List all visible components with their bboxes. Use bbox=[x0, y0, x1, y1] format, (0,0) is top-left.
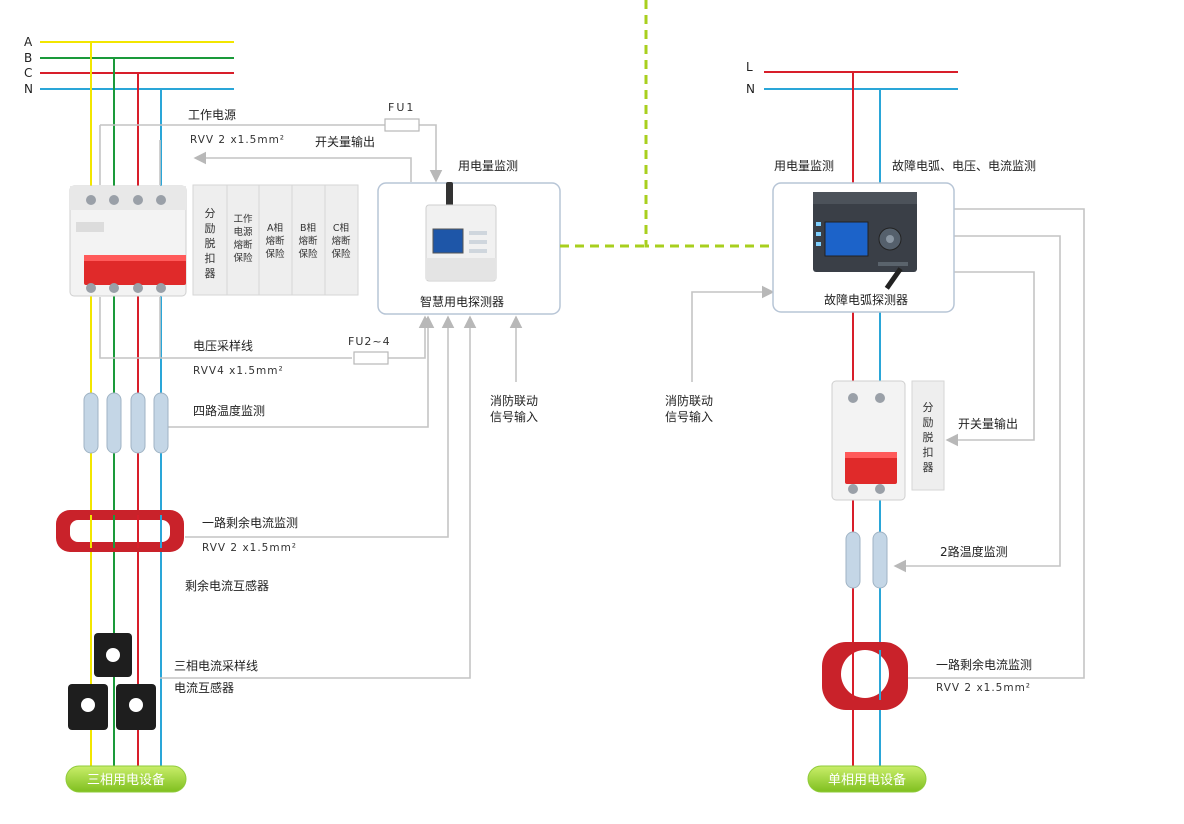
right-shunt-char: 分 bbox=[923, 401, 934, 414]
single-phase-equipment-badge bbox=[807, 765, 927, 793]
residual-ct-right bbox=[822, 642, 908, 710]
fuse-fu2-4 bbox=[353, 351, 389, 365]
three-phase-equipment-label: 三相用电设备 bbox=[87, 772, 165, 788]
energy-monitor-label: 用电量监测 bbox=[458, 159, 518, 173]
three-phase-equipment-badge bbox=[65, 765, 187, 793]
fuse-box-b-line: 熔断 bbox=[298, 235, 318, 247]
single-phase-equipment-label: 单相用电设备 bbox=[828, 772, 906, 788]
right-temp-label: 2路温度监测 bbox=[940, 544, 1008, 559]
fuse-box-shunt-char: 扣 bbox=[205, 251, 216, 265]
ct-label: 电流互感器 bbox=[174, 680, 234, 695]
fuse-box-power-line: 熔断 bbox=[233, 239, 253, 251]
smart-detector-label: 智慧用电探测器 bbox=[420, 294, 504, 309]
fuse-box-shunt-char: 脱 bbox=[205, 236, 216, 250]
fire-link-line-2: 信号输入 bbox=[490, 409, 538, 424]
switch-output-label: 开关量输出 bbox=[315, 134, 375, 149]
arc-detector-device bbox=[813, 192, 917, 290]
left-temp-sensors bbox=[83, 392, 169, 454]
fuse-box-c-line: C相 bbox=[333, 222, 349, 234]
communication-link bbox=[560, 0, 772, 248]
right-shunt-char: 脱 bbox=[923, 430, 934, 444]
voltage-label: 电压采样线 bbox=[193, 338, 253, 353]
fuse-box-a-line: 保险 bbox=[265, 248, 285, 260]
bus-label-b: B bbox=[24, 51, 32, 65]
bus-label-n: N bbox=[24, 82, 33, 96]
right-shunt-char: 器 bbox=[923, 461, 934, 474]
right-switch-output-label: 开关量输出 bbox=[958, 416, 1018, 431]
arc-detector-label: 故障电弧探测器 bbox=[824, 292, 908, 307]
fault-monitor-label: 故障电弧、电压、电流监测 bbox=[892, 158, 1036, 173]
residual-cable-label: RVV 2 x1.5mm² bbox=[202, 542, 297, 554]
bus-label-a: A bbox=[24, 35, 33, 49]
right-temp-sensors bbox=[845, 531, 888, 589]
fuse-box-b-line: 保险 bbox=[298, 248, 318, 260]
fuse-box-shunt-char: 励 bbox=[205, 222, 216, 235]
temp-monitor-label: 四路温度监测 bbox=[193, 403, 265, 418]
fuse-box-a-line: 熔断 bbox=[265, 235, 285, 247]
fire-link-line-1: 消防联动 bbox=[490, 393, 538, 408]
fuse-fu2-4-label: FU2~4 bbox=[348, 335, 391, 348]
right-fire-link-line-1: 消防联动 bbox=[665, 393, 713, 408]
right-breaker bbox=[831, 380, 906, 501]
fuse-box-c-line: 熔断 bbox=[331, 235, 351, 247]
residual-ct-label: 剩余电流互感器 bbox=[185, 578, 269, 593]
bus-label-c: C bbox=[24, 66, 32, 80]
smart-detector-device bbox=[425, 182, 497, 282]
current-sample-label: 三相电流采样线 bbox=[174, 658, 258, 673]
residual-ct-left bbox=[56, 510, 184, 552]
fuse-box-a-line: A相 bbox=[267, 222, 283, 234]
right-residual-cable-label: RVV 2 x1.5mm² bbox=[936, 682, 1031, 694]
right-shunt-box bbox=[911, 380, 945, 491]
bus-label-n-right: N bbox=[746, 82, 755, 96]
fuse-box-shunt-char: 分 bbox=[205, 207, 216, 220]
fuse-box-b-line: B相 bbox=[300, 222, 316, 234]
fuse-box-c-line: 保险 bbox=[331, 248, 351, 260]
fuse-box-power-line: 工作 bbox=[233, 213, 253, 225]
right-fire-link-line-2: 信号输入 bbox=[665, 409, 713, 424]
voltage-cable-label: RVV4 x1.5mm² bbox=[193, 365, 284, 377]
right-energy-monitor-label: 用电量监测 bbox=[774, 159, 834, 173]
current-transformers bbox=[68, 633, 156, 730]
fuse-box-shunt-char: 器 bbox=[205, 267, 216, 280]
fuse-box-power-line: 电源 bbox=[233, 226, 253, 238]
bus-label-l: L bbox=[746, 60, 753, 74]
right-shunt-char: 扣 bbox=[923, 445, 934, 459]
right-residual-label: 一路剩余电流监测 bbox=[936, 657, 1032, 672]
fuse-box-shunt-text: 分 励 脱 扣 器 bbox=[205, 207, 216, 280]
left-breaker bbox=[69, 185, 187, 297]
right-signal-lines bbox=[691, 208, 1085, 685]
power-label: 工作电源 bbox=[188, 108, 236, 122]
residual-monitor-label: 一路剩余电流监测 bbox=[202, 515, 298, 530]
left-signal-lines bbox=[99, 124, 523, 679]
fuse-fu1 bbox=[384, 118, 420, 132]
fuse-box-power-line: 保险 bbox=[233, 252, 253, 264]
fuse-fu1-label: FU1 bbox=[388, 101, 415, 114]
right-shunt-char: 励 bbox=[923, 416, 934, 429]
fuse-box-group bbox=[192, 184, 359, 296]
power-cable-label: RVV 2 x1.5mm² bbox=[190, 134, 285, 146]
